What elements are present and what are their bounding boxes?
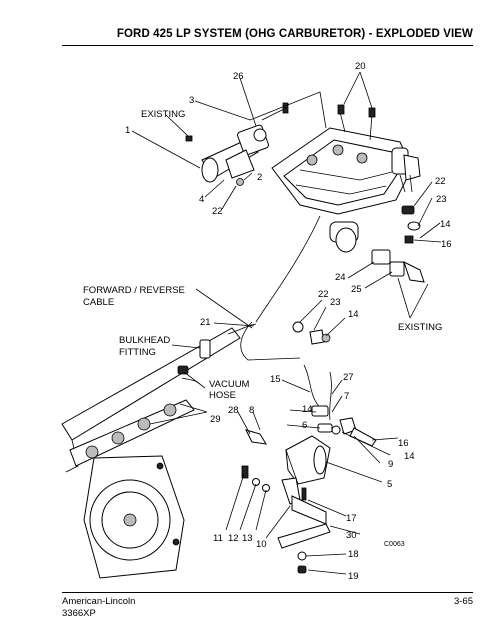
callout-29: 29 — [210, 414, 221, 425]
callout-23-a: 23 — [436, 194, 447, 205]
image-code: C0063 — [384, 541, 405, 548]
callout-22-a: 22 — [212, 206, 223, 217]
callout-11: 11 — [213, 533, 223, 544]
callout-19: 19 — [348, 571, 359, 582]
label-cable-line2: CABLE — [83, 297, 114, 308]
callout-10: 10 — [256, 539, 267, 550]
leader-lines — [131, 71, 442, 575]
label-existing-top: EXISTING — [141, 109, 185, 120]
page-title: FORD 425 LP SYSTEM (OHG CARBURETOR) - EX… — [116, 28, 473, 40]
callout-17: 17 — [346, 513, 357, 524]
bellhousing — [83, 455, 185, 579]
label-bulkhead-line2: FITTING — [119, 347, 156, 358]
label-bulkhead-line1: BULKHEAD — [119, 335, 170, 346]
callout-16-b: 16 — [398, 438, 409, 449]
callout-numbers: 1 2 3 4 5 6 7 8 9 10 11 12 13 14 14 14 1… — [125, 61, 452, 582]
callout-28: 28 — [228, 405, 239, 416]
callout-30: 30 — [346, 530, 357, 541]
label-existing-right: EXISTING — [398, 322, 442, 333]
footer-company: American-Lincoln — [62, 596, 136, 607]
page-number: 3-65 — [453, 596, 473, 607]
callout-21: 21 — [200, 317, 211, 328]
callout-4: 4 — [199, 194, 204, 205]
text-labels: EXISTING EXISTING FORWARD / REVERSE CABL… — [83, 109, 442, 548]
callout-9: 9 — [388, 459, 393, 470]
callout-26: 26 — [233, 71, 244, 82]
callout-22-c: 22 — [318, 289, 329, 300]
carburetor-assembly — [185, 102, 289, 186]
label-vacuum-line2: HOSE — [209, 390, 236, 401]
callout-3: 3 — [189, 95, 194, 106]
callout-15: 15 — [270, 374, 281, 385]
callout-6: 6 — [302, 420, 307, 431]
callout-14-b: 14 — [348, 309, 359, 320]
footer-rule — [62, 592, 473, 593]
callout-14-a: 14 — [440, 219, 451, 230]
callout-14-d: 14 — [404, 451, 415, 462]
callout-13: 13 — [242, 533, 253, 544]
callout-18: 18 — [348, 549, 359, 560]
label-cable-line1: FORWARD / REVERSE — [83, 285, 185, 296]
title-rule — [62, 45, 473, 46]
footer-model: 3366XP — [62, 608, 96, 619]
panel-and-cable — [61, 323, 257, 473]
callout-14-c: 14 — [302, 404, 313, 415]
callout-12: 12 — [228, 533, 239, 544]
callout-5: 5 — [387, 479, 392, 490]
lp-vaporizer — [241, 429, 331, 574]
callout-20: 20 — [355, 61, 366, 72]
callout-1: 1 — [125, 125, 130, 136]
callout-23-b: 23 — [330, 297, 341, 308]
footer-left: American-Lincoln 3366XP — [62, 596, 135, 620]
label-vacuum-line1: VACUUM — [209, 379, 250, 390]
callout-27: 27 — [343, 372, 354, 383]
callout-2: 2 — [257, 172, 262, 183]
vacuum-hose-assembly — [240, 187, 425, 361]
callout-22-b: 22 — [435, 176, 446, 187]
callout-24: 24 — [335, 272, 346, 283]
fuel-fittings — [292, 321, 377, 447]
engine-block — [271, 104, 421, 215]
callout-8: 8 — [249, 405, 254, 416]
callout-7: 7 — [344, 391, 349, 402]
callout-25: 25 — [351, 284, 362, 295]
callout-16-a: 16 — [441, 239, 452, 250]
